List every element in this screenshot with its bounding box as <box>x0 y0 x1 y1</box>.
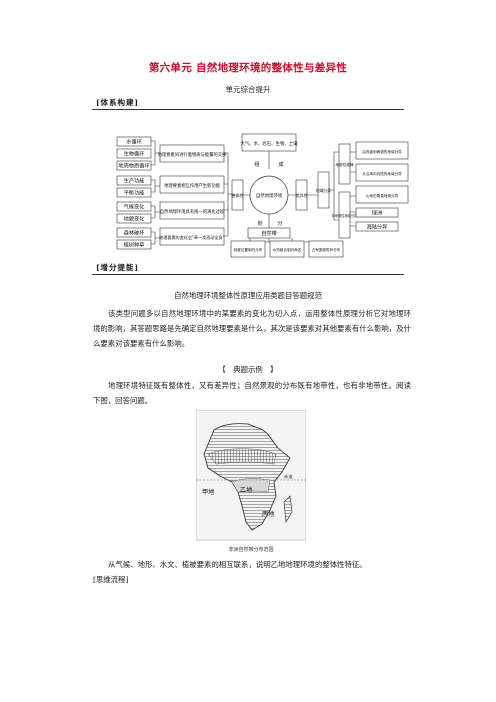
diagram-regional: 地域分异 <box>316 188 331 193</box>
diagram-elements: 大气、水、岩石、生物、土壤 <box>240 140 298 147</box>
section-label: [体系构建] <box>96 98 140 107</box>
map-label-jia: 甲地 <box>202 488 214 496</box>
diagram-integrity: 整体性 <box>231 192 244 199</box>
diagram-left-4: 生产功能 <box>124 177 145 185</box>
diagram-bottom-1: 纬度位置制约分布 <box>234 247 263 252</box>
unit-title: 第六单元 自然地理环境的整体性与差异性 <box>148 62 348 74</box>
diagram-left-7: 地貌变化 <box>124 215 145 223</box>
diagram-natural-zone: 自然带 <box>261 229 277 237</box>
diagram-bottom-3: 占有宽度带状分布 <box>312 247 341 252</box>
africa-map: 甲地 乙地 丙地 赤道 非洲自然带分布范围 <box>196 410 306 553</box>
diagram-hua: 划 <box>257 219 262 227</box>
map-label-equator: 赤道 <box>284 473 293 480</box>
map-label-bing: 丙地 <box>262 510 274 518</box>
diagram-mid-2: 地理要素相互作用产生新功能 <box>164 182 221 189</box>
diagram-bottom-2: 水热组合制约命名 <box>273 247 302 252</box>
diagram-right-3: 山地的垂直地域分异 <box>366 193 399 198</box>
diagram-left-2: 生物循环 <box>124 150 145 158</box>
thinking-flow-label: [思维流程] <box>93 575 129 584</box>
diagram-left-3: 地壳物质循环 <box>118 162 149 170</box>
diagram-cheng: 成 <box>278 160 283 168</box>
diagram-mid-1: 地理要素间进行着物质与能量的交换 <box>158 151 227 158</box>
example-heading: 【 典题示例 】 <box>218 365 278 374</box>
map-caption: 非洲自然带分布范围 <box>228 546 273 553</box>
diagram-zonal: 地带性规律 <box>336 162 354 167</box>
diagram-mid-4: 地理要素的变化会“牵一发而动全身” <box>159 234 225 240</box>
diagram-azonal: 非地带性地域分异 <box>332 213 358 218</box>
section-header-structure: [体系构建] <box>92 97 404 110</box>
diagram-fen: 分 <box>277 219 282 227</box>
diagram-right-1: 由赤道到两极的地域分异 <box>362 149 402 154</box>
unit-subtitle: 单元综合提升 <box>225 85 271 94</box>
diagram-right-4: 绿洲 <box>372 209 382 217</box>
diagram-difference: 差异性 <box>295 192 308 199</box>
topic-heading: 自然地理环境整体性原理应用类题目答题规范 <box>174 291 322 300</box>
diagram-right-5: 海陆分异 <box>367 223 388 231</box>
concept-diagram: 水循环 生物循环 地壳物质循环 生产功能 平衡功能 气候变化 地貌变化 森林破坏… <box>116 133 409 258</box>
paragraph-method: 该类型问题多以自然地理环境中的某要素的变化为切入点，运用整体性原理分析它对地理环… <box>93 309 411 349</box>
diagram-zu: 组 <box>254 160 259 168</box>
diagram-mid-3: 自然地理环境具有统一的演化过程 <box>160 208 225 215</box>
map-label-yi: 乙地 <box>240 486 252 494</box>
diagram-left-9: 植树种草 <box>124 241 145 249</box>
paragraph-question: 地理环境特征既有整体性，又有差异性；自然景观的分布既有地带性，也有非地带性。阅读… <box>93 381 411 406</box>
diagram-right-2: 从沿海向内陆的地域分异 <box>362 171 402 176</box>
paragraph-task: 从气候、地形、水文、植被要素的相互联系，说明乙地地理环境的整体性特征。 <box>108 560 367 569</box>
diagram-left-8: 森林破坏 <box>124 229 146 237</box>
diagram-left-6: 气候变化 <box>124 203 145 211</box>
diagram-left-5: 平衡功能 <box>124 189 145 197</box>
diagram-left-1: 水循环 <box>126 138 142 146</box>
diagram-core: 自然地理环境 <box>256 192 283 199</box>
section-header-skills: [增分提能] <box>92 262 404 275</box>
section-label: [增分提能] <box>96 263 140 272</box>
